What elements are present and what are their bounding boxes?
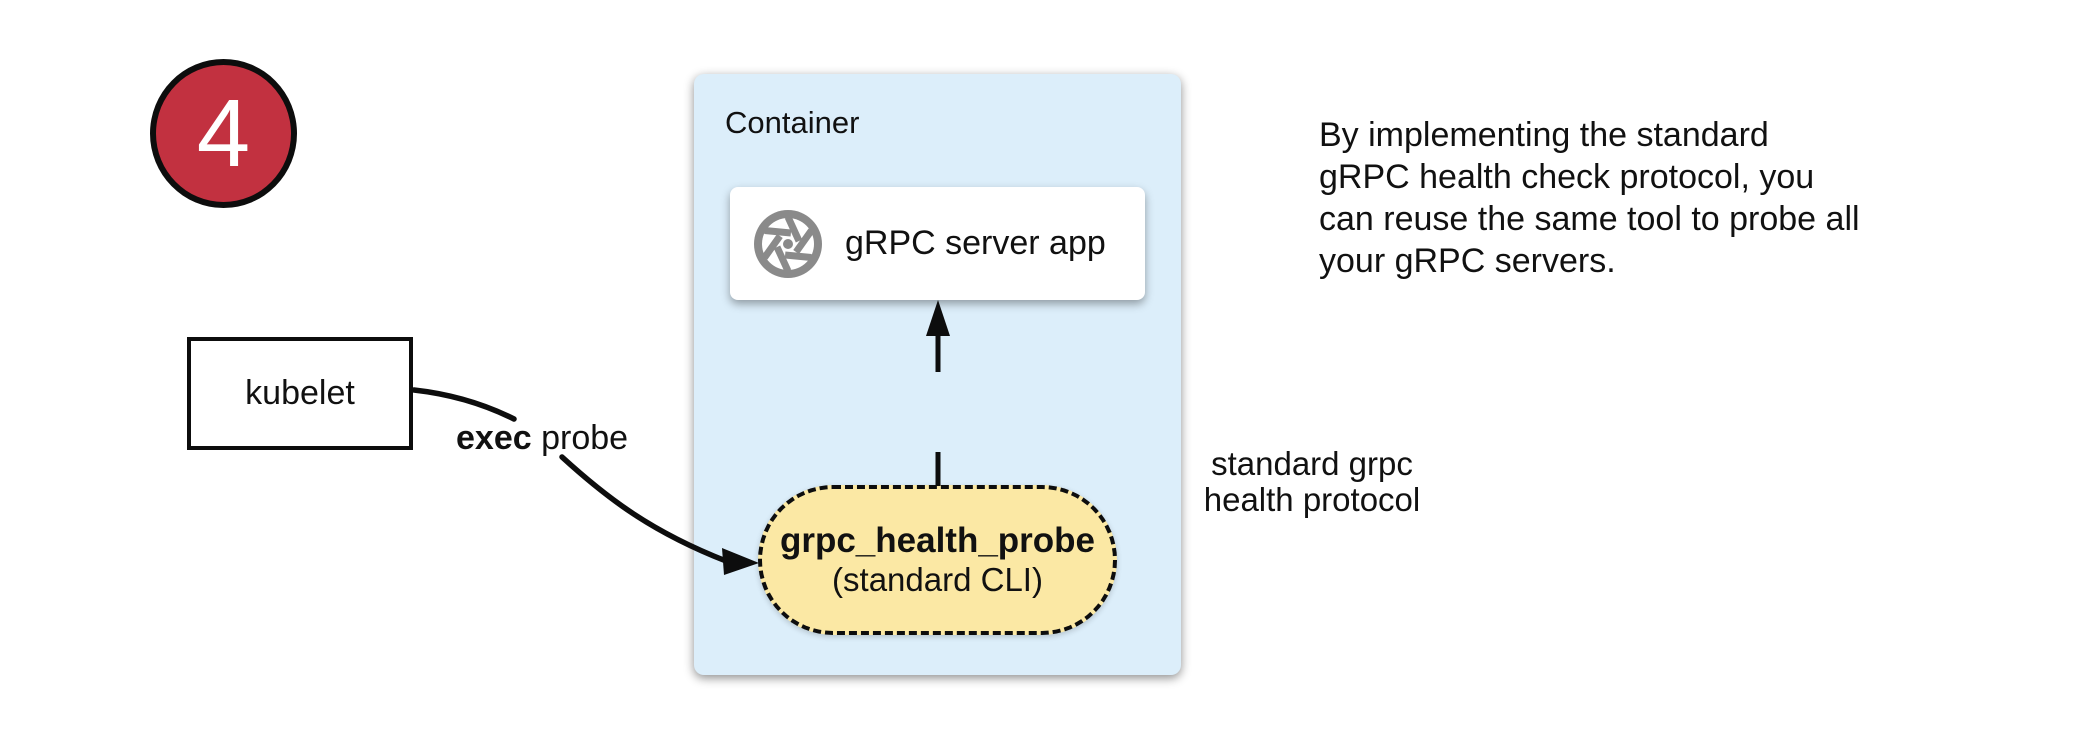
step-number-badge: 4 (150, 59, 297, 208)
note-line-1: By implementing the standard (1319, 116, 1769, 154)
step-number: 4 (196, 79, 251, 187)
grpc-health-probe-node: grpc_health_probe (standard CLI) (758, 485, 1117, 635)
health-protocol-arrow-label-line2: health protocol (1203, 481, 1421, 518)
grpc-health-probe-name: grpc_health_probe (779, 521, 1096, 560)
exec-probe-label-bold: exec (456, 419, 532, 457)
container-group: Container gRPC server app (694, 74, 1420, 675)
grpc-server-app-node: gRPC server app (730, 187, 1145, 300)
kubelet-exec-curve (411, 387, 517, 422)
aperture-shutter-icon (754, 209, 822, 278)
note-line-3: can reuse the same tool to probe all (1319, 200, 1860, 238)
exec-probe-label-rest: probe (531, 419, 629, 457)
note-line-4: your gRPC servers. (1319, 242, 1616, 280)
container-title: Container (725, 105, 860, 140)
health-protocol-arrow-label: standard grpc health protocol (992, 446, 1632, 518)
note-line-2: gRPC health check protocol, you (1319, 158, 1815, 196)
exec-probe-label: exec probe (456, 419, 628, 458)
grpc-server-app-label: gRPC server app (845, 224, 1106, 262)
explanatory-note: By implementing the standard gRPC health… (1319, 114, 1860, 282)
grpc-health-probe-subtitle: (standard CLI) (832, 561, 1043, 598)
health-protocol-arrow-label-line1: standard grpc (1211, 445, 1413, 482)
kubelet-node: kubelet (187, 337, 413, 450)
kubelet-label: kubelet (245, 374, 355, 412)
